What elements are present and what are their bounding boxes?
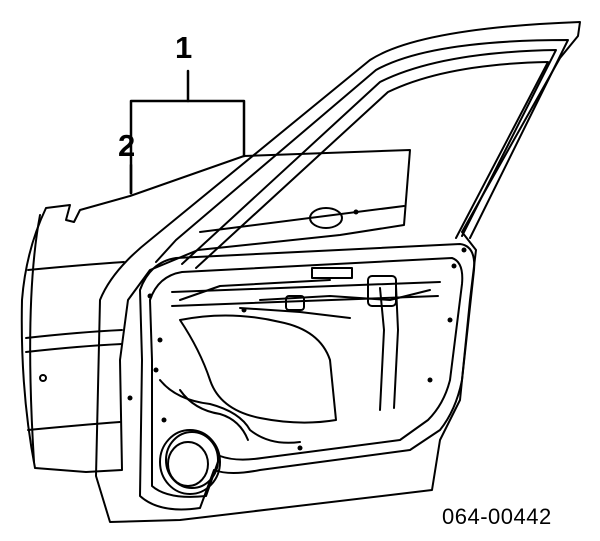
speaker-inner [167,441,209,487]
window-regulator [159,267,431,444]
callout-2-label: 2 [118,128,136,163]
inner-frame [139,243,476,511]
top-rail [171,281,441,293]
glass-run [181,49,557,265]
window-area-line [199,205,405,233]
hole [161,417,167,423]
hole [427,377,433,383]
inner-cable [179,389,249,441]
hole [157,337,163,343]
bracket-leader-1 [129,99,246,195]
speaker-rim [165,431,219,489]
window-frame [95,21,581,523]
sash-outer [95,21,581,523]
inner-frame-edge [149,257,464,498]
hole [461,247,467,253]
speaker-outer [159,429,221,495]
leader-lines [129,69,246,195]
hole [353,209,359,215]
glass-run-inner [195,61,549,269]
regulator-bracket [311,267,353,279]
panel-hole [39,374,47,382]
fastener-holes [127,209,467,451]
hole [447,317,453,323]
regulator-clip [285,295,305,311]
belt-line [27,261,125,271]
outer-edge-curve [29,214,41,463]
body-crease-upper [25,329,123,339]
body-crease-lower [25,343,123,353]
glass-guide [179,279,331,301]
hole [241,307,247,313]
hole [153,367,159,373]
sash-inner [155,39,569,263]
outer-door-panel [20,149,411,473]
outer-panel-outline [20,149,411,473]
speaker-opening [159,429,221,495]
cable-run [159,379,301,444]
regulator-plate [179,314,337,424]
regulator-arm-2 [239,307,351,319]
hole [297,445,303,451]
hole [451,263,457,269]
lower-crease [27,421,121,431]
callout-1-label: 1 [175,30,193,65]
part-code-label: 064-00442 [442,504,552,529]
inner-frame-outline [139,243,476,511]
regulator-arm [259,289,431,301]
hole [147,293,153,299]
regulator-motor [367,275,397,307]
hole [127,395,133,401]
